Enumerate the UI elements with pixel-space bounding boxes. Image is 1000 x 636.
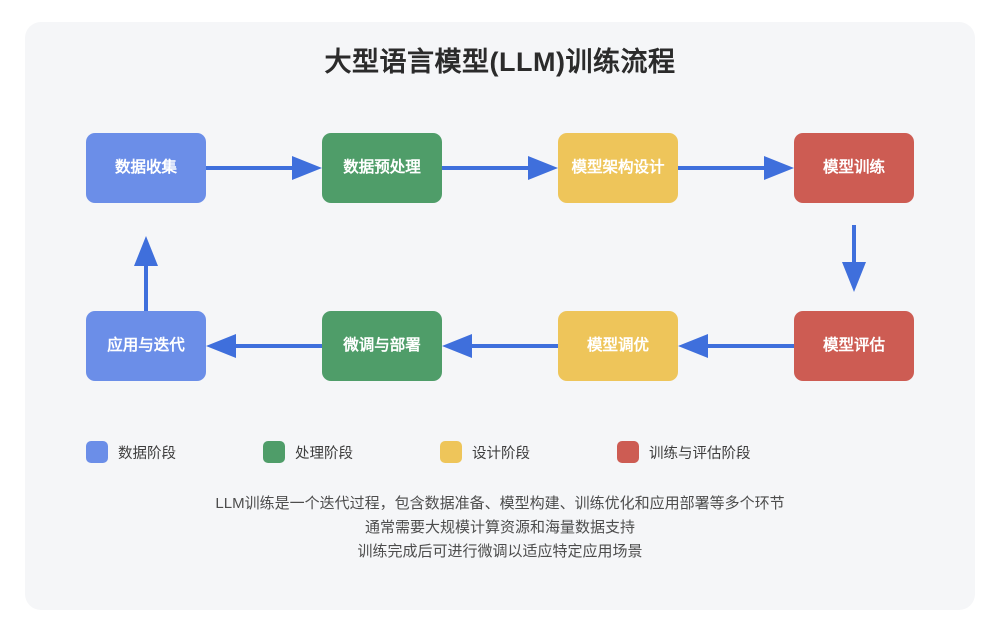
legend-item-data-stage: 数据阶段 — [86, 438, 176, 466]
arrowhead-left-icon — [442, 334, 472, 358]
edge-line-evaluation-to-tuning — [708, 344, 794, 348]
edge-line-tuning-to-finetune — [472, 344, 558, 348]
edge-line-architecture-to-training — [678, 166, 764, 170]
flow-node-label: 模型调优 — [586, 337, 649, 355]
legend-swatch-icon — [440, 441, 462, 463]
flow-node-data-collection[interactable]: 数据收集 — [86, 133, 206, 203]
edge-line-collection-to-preprocessing — [206, 166, 292, 170]
legend-swatch-icon — [86, 441, 108, 463]
arrowhead-left-icon — [206, 334, 236, 358]
flow-node-model-tuning[interactable]: 模型调优 — [558, 311, 678, 381]
footer-note-line-2: 通常需要大规模计算资源和海量数据支持 — [364, 519, 635, 536]
edge-line-preprocessing-to-architecture — [442, 166, 528, 170]
flow-node-model-training[interactable]: 模型训练 — [794, 133, 914, 203]
arrowhead-up-icon — [134, 236, 158, 266]
flow-node-label: 模型评估 — [822, 337, 885, 355]
arrowhead-left-icon — [678, 334, 708, 358]
legend-item-process-stage: 处理阶段 — [263, 438, 353, 466]
arrowhead-right-icon — [528, 156, 558, 180]
flow-node-data-preprocessing[interactable]: 数据预处理 — [322, 133, 442, 203]
footer-note-line-3: 训练完成后可进行微调以适应特定应用场景 — [357, 543, 643, 560]
legend-item-train-eval-stage: 训练与评估阶段 — [617, 438, 751, 466]
edge-line-apply-to-collection — [144, 266, 148, 311]
flow-node-model-evaluation[interactable]: 模型评估 — [794, 311, 914, 381]
footer-note: LLM训练是一个迭代过程，包含数据准备、模型构建、训练优化和应用部署等多个环节 … — [0, 492, 1000, 564]
legend-swatch-icon — [617, 441, 639, 463]
legend-swatch-icon — [263, 441, 285, 463]
legend-item-design-stage: 设计阶段 — [440, 438, 530, 466]
flow-node-model-architecture[interactable]: 模型架构设计 — [558, 133, 678, 203]
flow-node-label: 应用与迭代 — [107, 337, 185, 355]
flow-node-label: 数据预处理 — [343, 159, 421, 177]
flow-node-finetune-deploy[interactable]: 微调与部署 — [322, 311, 442, 381]
edge-line-training-to-evaluation — [852, 225, 856, 270]
arrowhead-right-icon — [292, 156, 322, 180]
edge-line-finetune-to-apply — [236, 344, 322, 348]
footer-note-line-1: LLM训练是一个迭代过程，包含数据准备、模型构建、训练优化和应用部署等多个环节 — [215, 495, 785, 512]
page-title: 大型语言模型(LLM)训练流程 — [324, 47, 676, 77]
legend-item-label: 数据阶段 — [118, 445, 176, 462]
flow-node-apply-iterate[interactable]: 应用与迭代 — [86, 311, 206, 381]
legend: 数据阶段 处理阶段 设计阶段 训练与评估阶段 — [86, 438, 786, 468]
arrowhead-down-icon — [842, 262, 866, 292]
flow-node-label: 微调与部署 — [343, 337, 421, 355]
flow-node-label: 数据收集 — [114, 159, 177, 177]
legend-item-label: 训练与评估阶段 — [649, 445, 751, 462]
legend-item-label: 处理阶段 — [295, 445, 353, 462]
arrowhead-right-icon — [764, 156, 794, 180]
legend-item-label: 设计阶段 — [472, 445, 530, 462]
flow-node-label: 模型训练 — [822, 159, 885, 177]
flow-node-label: 模型架构设计 — [571, 159, 665, 177]
